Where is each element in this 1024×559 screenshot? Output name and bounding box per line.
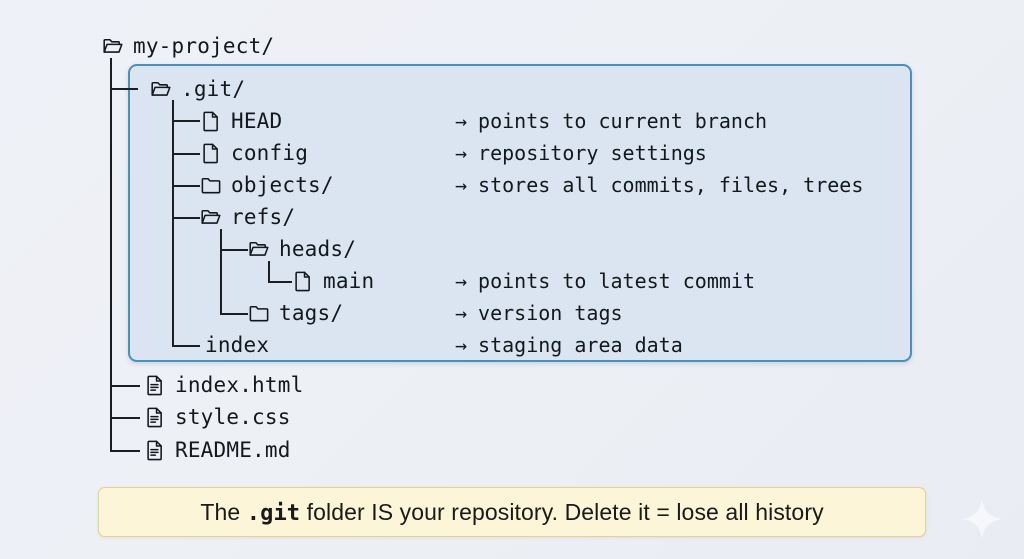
tree-node-git[interactable]: .git/ bbox=[150, 73, 245, 105]
tree-line-git-trunk bbox=[172, 100, 174, 346]
tree-node-head[interactable]: HEAD bbox=[200, 105, 282, 137]
tree-node-refs[interactable]: refs/ bbox=[200, 201, 295, 233]
tree-node-label: HEAD bbox=[231, 109, 283, 133]
tree-line-git-to-head bbox=[172, 120, 200, 122]
file-tree: my-project/ .git/ HEAD config bbox=[102, 30, 863, 466]
callout-banner: The .git folder IS your repository. Dele… bbox=[98, 487, 926, 537]
tree-node-label: index bbox=[205, 333, 270, 357]
tree-node-index-html[interactable]: index.html bbox=[144, 369, 303, 401]
tree-line-root-to-stylecss bbox=[110, 417, 140, 419]
arrow-icon: → bbox=[455, 173, 468, 197]
tree-line-heads-to-main bbox=[268, 281, 292, 283]
callout-text: The .git folder IS your repository. Dele… bbox=[200, 499, 823, 526]
tree-line-git-to-index bbox=[172, 345, 200, 347]
tree-node-style-css[interactable]: style.css bbox=[144, 401, 291, 433]
tree-node-label: style.css bbox=[175, 405, 291, 429]
tree-node-tags[interactable]: tags/ bbox=[248, 297, 343, 329]
file-lines-icon bbox=[144, 439, 166, 461]
tree-line-git-to-refs bbox=[172, 217, 200, 219]
tree-node-label: heads/ bbox=[279, 237, 357, 261]
annotation-config: → repository settings bbox=[455, 137, 707, 169]
tree-node-label: index.html bbox=[175, 373, 304, 397]
tree-line-root-trunk bbox=[110, 58, 112, 452]
tree-line-heads-trunk bbox=[268, 261, 270, 282]
tree-node-label: objects/ bbox=[231, 173, 334, 197]
annotation-tags: → version tags bbox=[455, 297, 623, 329]
tree-node-label: .git/ bbox=[181, 77, 246, 101]
tree-line-git-to-objects bbox=[172, 185, 200, 187]
sparkle-decoration bbox=[960, 497, 1004, 541]
annotation-head: → points to current branch bbox=[455, 105, 767, 137]
file-icon bbox=[200, 110, 222, 132]
folder-open-icon bbox=[248, 238, 270, 260]
tree-node-label: main bbox=[323, 269, 375, 293]
arrow-icon: → bbox=[455, 109, 468, 133]
tree-node-label: config bbox=[231, 141, 309, 165]
tree-node-label: README.md bbox=[175, 438, 291, 462]
arrow-icon: → bbox=[455, 141, 468, 165]
annotation-index: → staging area data bbox=[455, 329, 683, 361]
tree-line-root-to-indexhtml bbox=[110, 385, 140, 387]
tree-line-root-to-readme bbox=[110, 450, 140, 452]
tree-line-refs-to-tags bbox=[220, 313, 248, 315]
tree-line-refs-trunk bbox=[220, 229, 222, 315]
tree-node-label: my-project/ bbox=[133, 34, 275, 58]
tree-node-objects[interactable]: objects/ bbox=[200, 169, 334, 201]
file-lines-icon bbox=[144, 406, 166, 428]
folder-closed-icon bbox=[248, 302, 270, 324]
annotation-objects: → stores all commits, files, trees bbox=[455, 169, 863, 201]
tree-line-root-to-git bbox=[110, 88, 138, 90]
tree-node-label: tags/ bbox=[279, 301, 344, 325]
tree-line-git-to-config bbox=[172, 153, 200, 155]
callout-code: .git bbox=[246, 500, 301, 526]
tree-node-config[interactable]: config bbox=[200, 137, 308, 169]
annotation-text: stores all commits, files, trees bbox=[478, 173, 864, 197]
git-folder-highlight-box bbox=[128, 64, 912, 362]
annotation-text: version tags bbox=[478, 301, 623, 325]
file-lines-icon bbox=[144, 374, 166, 396]
arrow-icon: → bbox=[455, 333, 468, 357]
tree-node-root[interactable]: my-project/ bbox=[102, 30, 274, 62]
file-icon bbox=[292, 270, 314, 292]
callout-text-before: The bbox=[200, 498, 247, 525]
tree-node-readme-md[interactable]: README.md bbox=[144, 434, 291, 466]
tree-node-index[interactable]: index bbox=[205, 329, 269, 361]
annotation-text: staging area data bbox=[478, 333, 683, 357]
annotation-text: repository settings bbox=[478, 141, 707, 165]
annotation-text: points to latest commit bbox=[478, 269, 755, 293]
arrow-icon: → bbox=[455, 301, 468, 325]
tree-node-label: refs/ bbox=[231, 205, 296, 229]
annotation-text: points to current branch bbox=[478, 109, 768, 133]
file-icon bbox=[200, 142, 222, 164]
tree-node-heads[interactable]: heads/ bbox=[248, 233, 356, 265]
folder-open-icon bbox=[200, 206, 222, 228]
folder-open-icon bbox=[150, 78, 172, 100]
folder-open-icon bbox=[102, 35, 124, 57]
tree-node-main[interactable]: main bbox=[292, 265, 374, 297]
annotation-main: → points to latest commit bbox=[455, 265, 755, 297]
arrow-icon: → bbox=[455, 269, 468, 293]
tree-line-refs-to-heads bbox=[220, 249, 248, 251]
callout-text-after: folder IS your repository. Delete it = l… bbox=[300, 498, 824, 525]
folder-closed-icon bbox=[200, 174, 222, 196]
